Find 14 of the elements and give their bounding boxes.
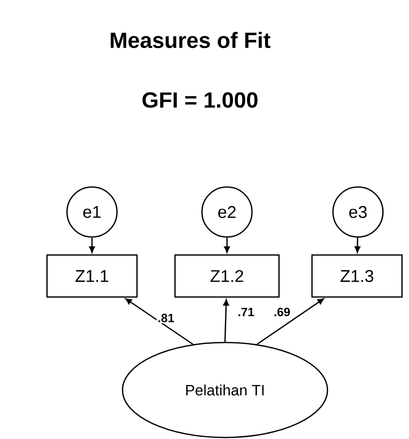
arrow bbox=[256, 298, 324, 345]
arrow bbox=[125, 298, 194, 345]
arrow bbox=[223, 299, 230, 342]
variable-box: Z1.1 bbox=[46, 254, 138, 298]
edge-label: .71 bbox=[236, 306, 256, 318]
variable-box: Z1.3 bbox=[311, 254, 403, 298]
title: Measures of Fit bbox=[110, 32, 270, 48]
arrow bbox=[354, 238, 360, 253]
arrow bbox=[89, 238, 95, 253]
edge-label: .69 bbox=[272, 306, 292, 318]
arrow bbox=[224, 238, 230, 253]
edge-label: .81 bbox=[156, 312, 176, 324]
fit-statistic: GFI = 1.000 bbox=[142, 92, 258, 108]
variable-box: Z1.2 bbox=[174, 254, 280, 298]
